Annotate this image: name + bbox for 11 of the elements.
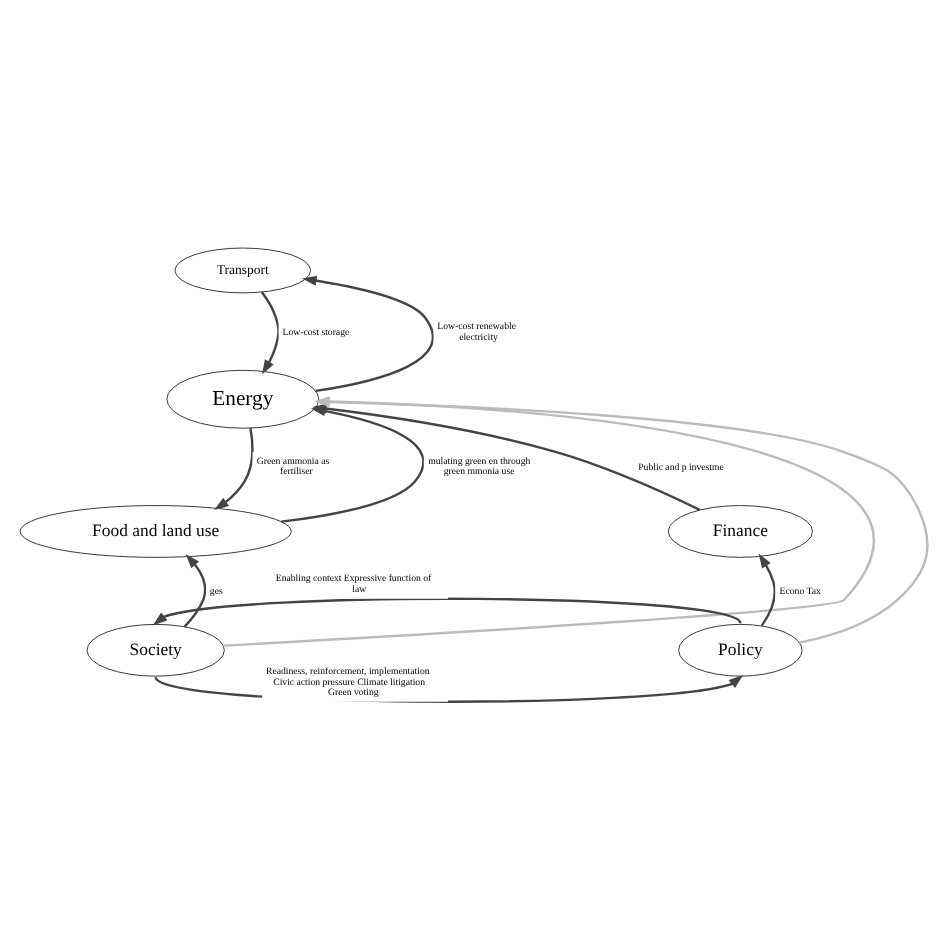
- arrow: [183, 553, 207, 627]
- node-ellipse: Food and land use: [19, 504, 292, 557]
- arrow: [260, 290, 280, 374]
- node-ellipse: Finance: [667, 504, 813, 557]
- arrow: [152, 596, 742, 625]
- node-ellipse: Energy: [166, 368, 320, 428]
- arrow: [758, 552, 776, 626]
- arrow: [302, 274, 434, 392]
- node-ellipse: Policy: [678, 622, 803, 676]
- arrow: [214, 426, 254, 510]
- node-ellipse: Society: [86, 622, 225, 676]
